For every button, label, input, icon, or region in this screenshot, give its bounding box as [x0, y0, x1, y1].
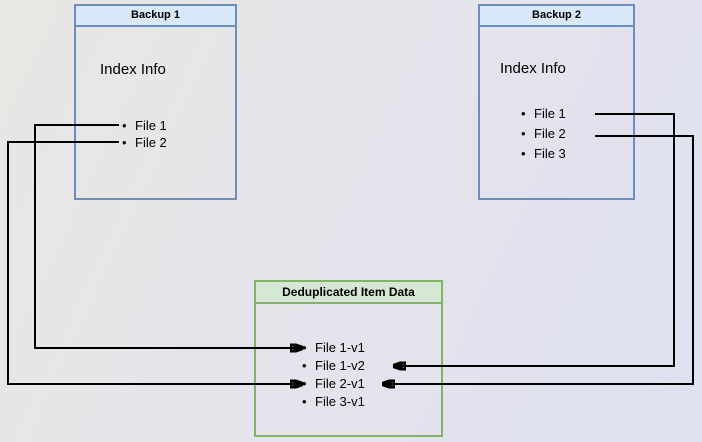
list-item: File 1-v2 [302, 357, 365, 375]
list-item: File 2 [521, 124, 566, 144]
list-item: File 2-v1 [302, 375, 365, 393]
list-item: File 1 [521, 104, 566, 124]
backup1-index-info-label: Index Info [100, 61, 166, 78]
list-item: File 3 [521, 144, 566, 164]
backup2-index-info-label: Index Info [500, 60, 566, 77]
dedup-file-list: File 1-v1 File 1-v2 File 2-v1 File 3-v1 [302, 339, 365, 411]
backup1-box: Backup 1 [74, 4, 237, 200]
list-item: File 3-v1 [302, 393, 365, 411]
list-item: File 1 [122, 117, 167, 134]
backup2-box: Backup 2 [478, 4, 635, 200]
dedup-title: Deduplicated Item Data [256, 282, 441, 304]
backup2-title: Backup 2 [480, 6, 633, 27]
backup1-title: Backup 1 [76, 6, 235, 27]
list-item: File 2 [122, 134, 167, 151]
backup1-file-list: File 1 File 2 [122, 117, 167, 151]
list-item: File 1-v1 [302, 339, 365, 357]
backup2-file-list: File 1 File 2 File 3 [521, 104, 566, 164]
